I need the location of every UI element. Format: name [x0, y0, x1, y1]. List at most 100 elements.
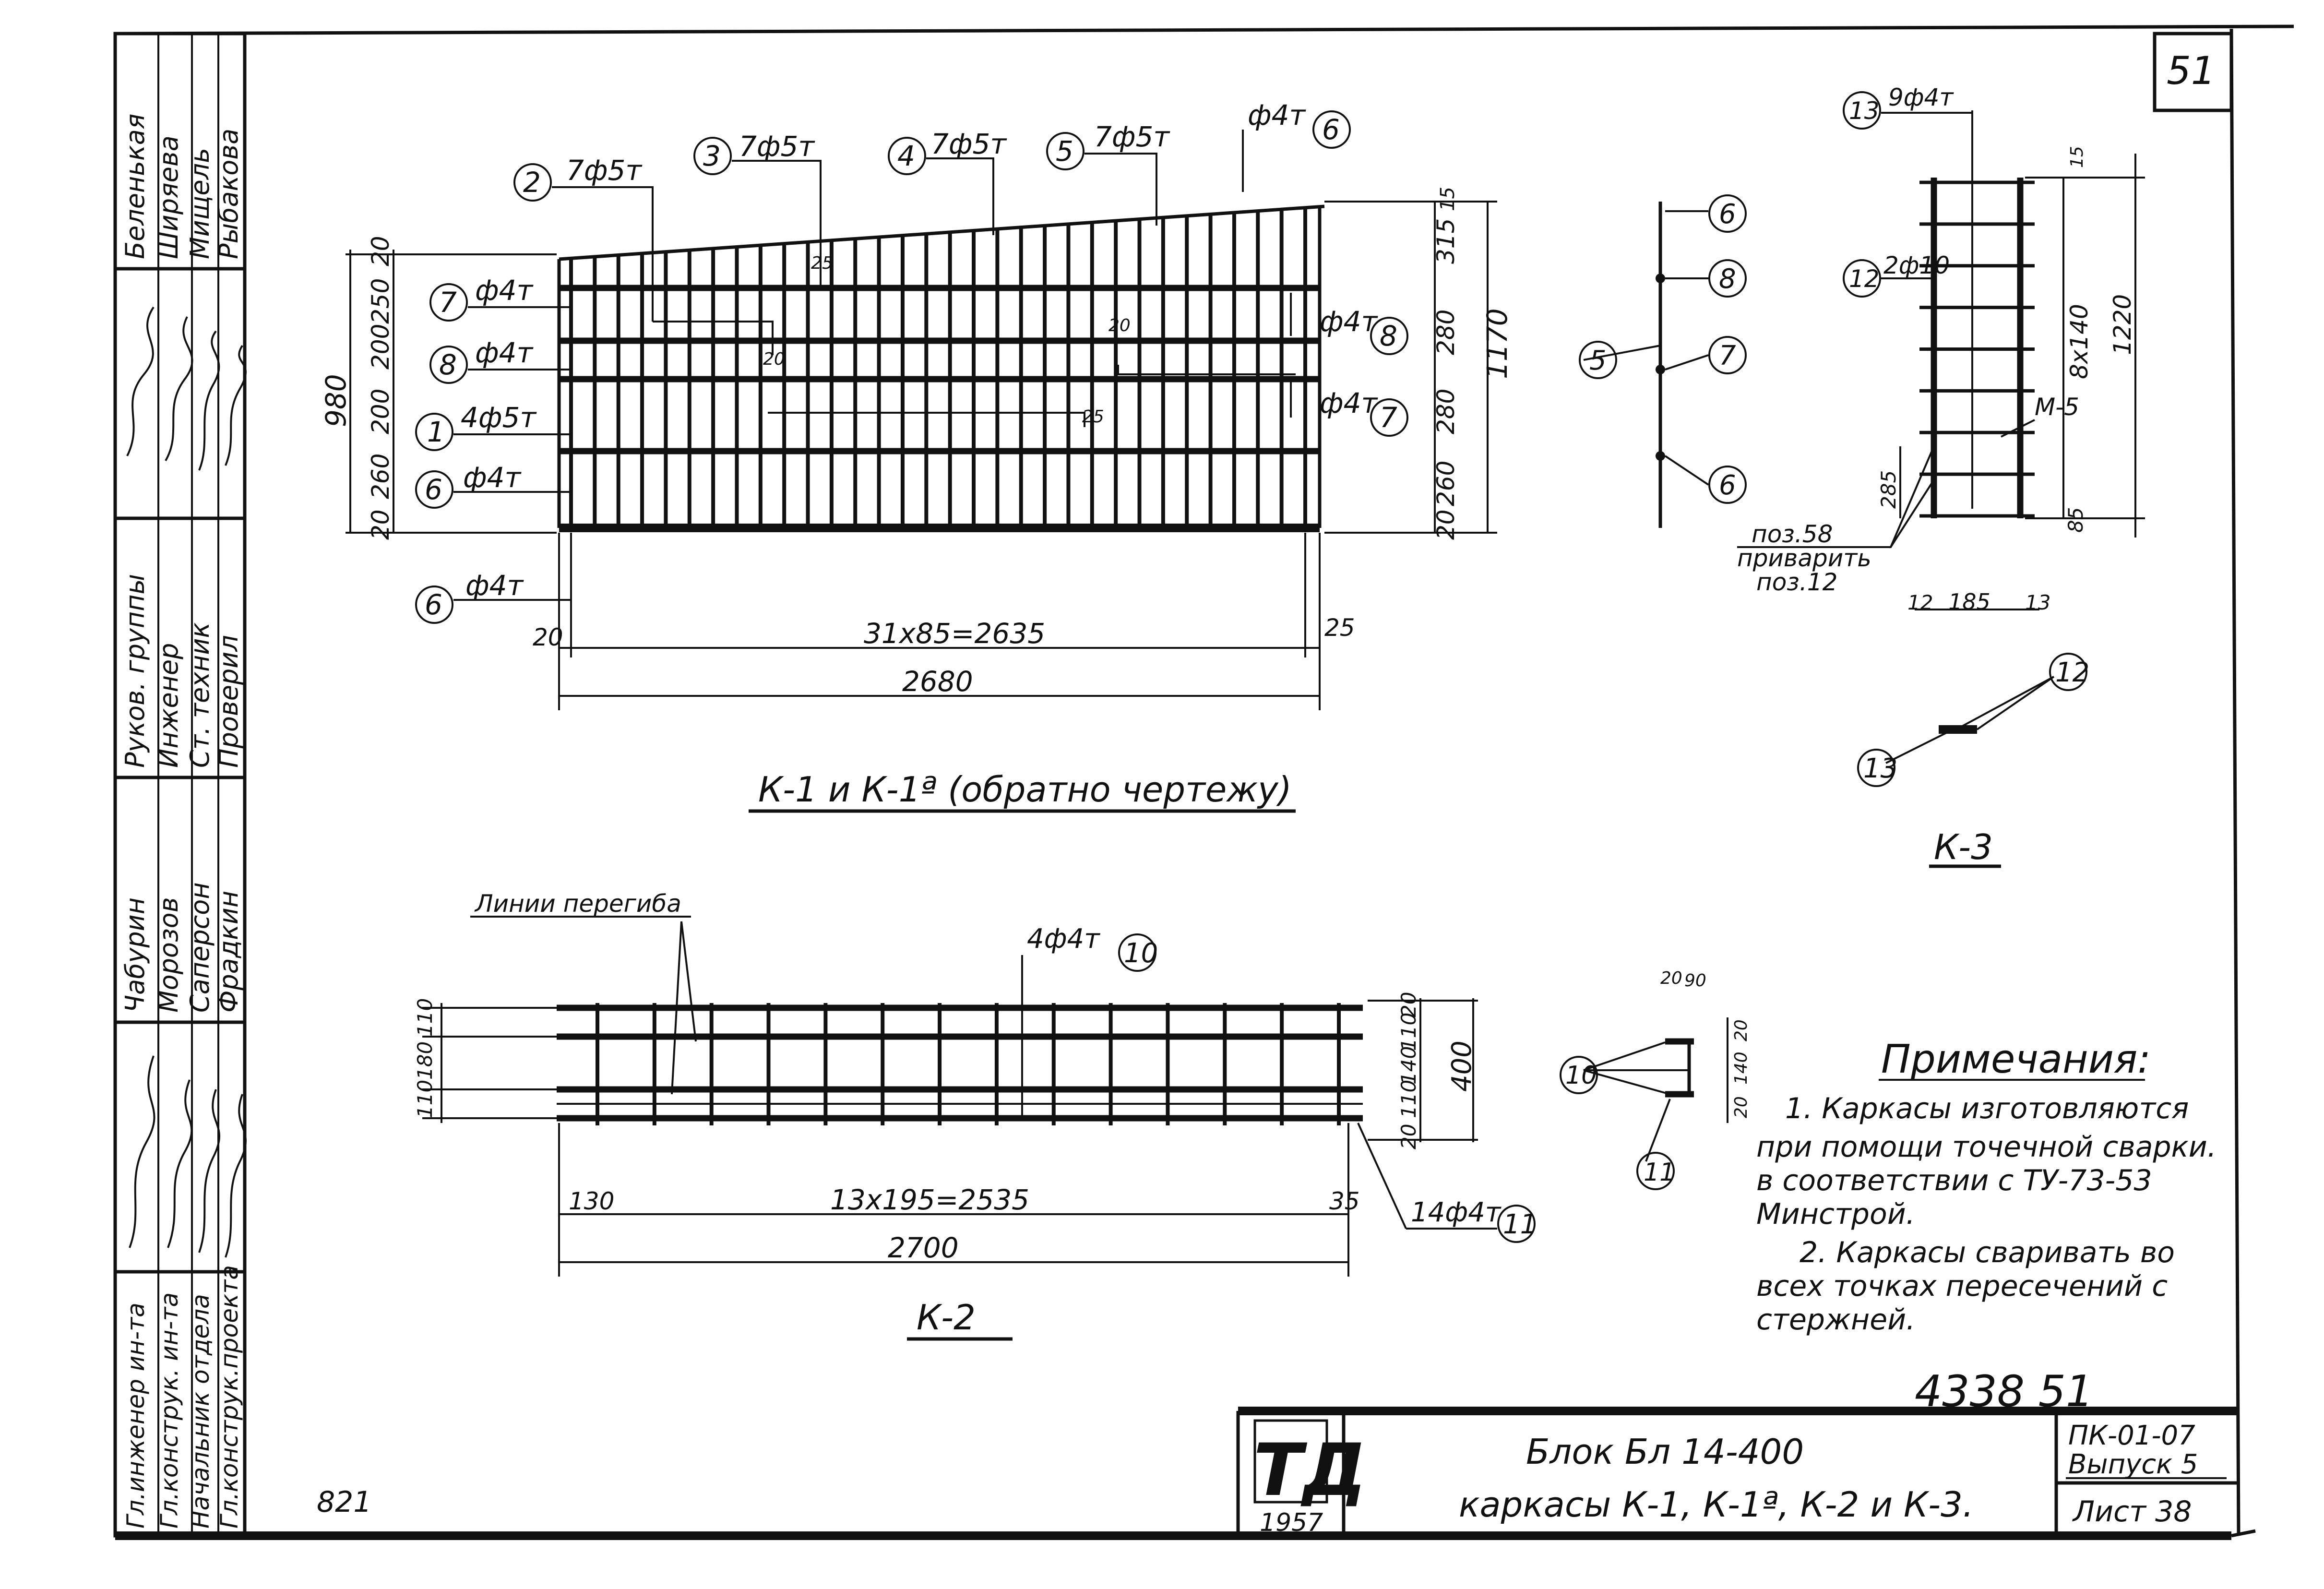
dimension: 20 [1397, 992, 1420, 1017]
stamp-name: Ширяева [154, 135, 184, 259]
stamp-signatures-2 [129, 1055, 247, 1258]
dimension: 20 [1108, 316, 1131, 335]
position-number: 4 [897, 140, 915, 172]
position-number: 6 [425, 473, 442, 506]
dimension: 2700 [888, 1231, 959, 1264]
inventory-number: 4338 51 [1915, 1366, 2093, 1417]
stamp-role: Проверил [214, 635, 244, 768]
dimension: 20 [367, 509, 394, 540]
position-number: 6 [1322, 113, 1340, 146]
position-number: 5 [1056, 135, 1073, 167]
position-number: 7 [439, 286, 457, 319]
dimension: 250 [367, 278, 394, 324]
callout-spec: ф4т [1248, 99, 1306, 131]
position-number: 13 [1849, 97, 1880, 125]
position-number: 7 [1380, 401, 1397, 434]
note-line: всех точках пересечений с [1756, 1269, 2168, 1303]
dimension: 140 [1397, 1046, 1420, 1085]
stamp-role: Ст. техник [185, 622, 215, 768]
stamp-name: Чабурин [120, 897, 150, 1013]
dimension: 13 [2025, 591, 2050, 614]
dimension: 90 [1684, 971, 1706, 991]
dimension: 280 [1432, 389, 1460, 434]
dimension: 280 [1432, 310, 1460, 355]
k2-drawing [422, 1003, 1363, 1123]
callout-spec: 7ф5т [739, 130, 815, 163]
stamp-name: Мищель [185, 148, 215, 259]
stamp-names-col2: Чабурин Морозов Саперсон Фрадкин [120, 882, 244, 1013]
title-block: ТД 1957 Блок Бл 14-400 каркасы К-1, К-1ª… [1253, 1419, 2227, 1537]
position-number: 12 [1849, 265, 1880, 293]
dimension: 20 [533, 623, 563, 651]
k1-dimensions: 31х85=2635 2680 20 25 980 20 250 200 200… [320, 187, 1514, 710]
position-number: 10 [1124, 938, 1158, 969]
k3-drawing [1931, 110, 2024, 518]
dimension: 110 [1397, 1013, 1420, 1051]
title-year: 1957 [1260, 1508, 1323, 1537]
issue-number: Выпуск 5 [2068, 1449, 2198, 1480]
position-number: 6 [1719, 199, 1736, 230]
dimension: 315 [1432, 218, 1460, 264]
callout-spec: 4ф4т [1027, 923, 1100, 955]
position-number: 13 [1863, 753, 1897, 784]
dimension: 2680 [902, 665, 973, 698]
dimension: 185 [1948, 589, 1990, 615]
note-line: при помощи точечной сварки. [1756, 1130, 2217, 1164]
series-code: ПК-01-07 [2068, 1420, 2195, 1451]
callout-spec: ф4т [465, 569, 524, 602]
callout-spec: 4ф5т [461, 401, 537, 434]
dimension: 260 [367, 454, 394, 499]
position-number: 6 [425, 588, 442, 621]
side-number: 821 [317, 1485, 372, 1519]
dimension: 12 [1907, 591, 1933, 614]
position-marker [429, 283, 468, 322]
k1-caption: К-1 и К-1ª (обратно чертежу) [758, 769, 1292, 810]
position-number: 8 [1380, 320, 1397, 352]
logo-text: ТД [1253, 1429, 1367, 1512]
dimension: 130 [569, 1187, 614, 1215]
k2-section: 10 11 20 90 20 140 20 [1560, 968, 1751, 1190]
dimension: 110 [413, 998, 437, 1037]
stamp-roles-col2: Руков. группы Инженер Ст. техник Провери… [120, 574, 244, 768]
dimension: 260 [1432, 461, 1460, 506]
position-number: 10 [1565, 1061, 1597, 1090]
position-marker [415, 585, 453, 624]
position-number: 11 [1644, 1158, 1675, 1187]
dimension: 85 [2064, 507, 2087, 533]
callout-spec: ф4т [475, 274, 534, 307]
k3-callouts: 13 9ф4т 12 2ф10 М-5 поз.58 приварить поз… [1737, 84, 2145, 615]
dimension: 20 [1731, 1019, 1751, 1041]
dimension: 1220 [2109, 294, 2136, 355]
dimension: 200 [367, 389, 394, 434]
note-line: в соответствии с ТУ-73-53 [1756, 1164, 2152, 1197]
position-marker [1370, 317, 1408, 355]
callout-spec: ф4т [1320, 387, 1378, 419]
stamp-role: Руков. группы [120, 574, 150, 768]
stamp-signatures-1 [126, 306, 247, 471]
position-number: 12 [2055, 657, 2089, 688]
position-number: 1 [427, 416, 445, 448]
k3-label: поз.12 [1756, 568, 1837, 596]
dimension: 20 [1731, 1096, 1751, 1118]
callout-spec: 7ф5т [566, 154, 643, 187]
notes: Примечания: 1. Каркасы изготовляются при… [1756, 1037, 2217, 1337]
k2-dimensions: 13х195=2535 2700 130 35 110 180 110 20 1… [413, 992, 1478, 1277]
stamp-role: Гл.конструк.проекта [215, 1265, 243, 1529]
position-marker [1046, 132, 1085, 170]
stamp-name: Саперсон [185, 882, 215, 1013]
note-line: 2. Каркасы сваривать во [1800, 1236, 2175, 1269]
position-number: 2 [523, 166, 541, 199]
k2-transverse-bars [596, 1003, 1341, 1125]
k1-callouts: 2 7ф5т 3 7ф5т 4 7ф5т 5 7ф5т 6 ф4т 7 ф4т … [415, 99, 1408, 624]
dimension: 15 [1437, 187, 1459, 211]
position-marker [1312, 110, 1351, 149]
position-marker [888, 137, 926, 175]
sheet-number: 51 [2167, 48, 2216, 93]
position-marker [415, 470, 453, 509]
dimension: 20 [1432, 509, 1460, 540]
k2-caption: К-2 [917, 1297, 976, 1338]
position-marker [429, 346, 468, 384]
callout-spec: 14ф4т [1411, 1197, 1502, 1228]
stamp-role: Гл.инженер ин-та [122, 1302, 150, 1529]
